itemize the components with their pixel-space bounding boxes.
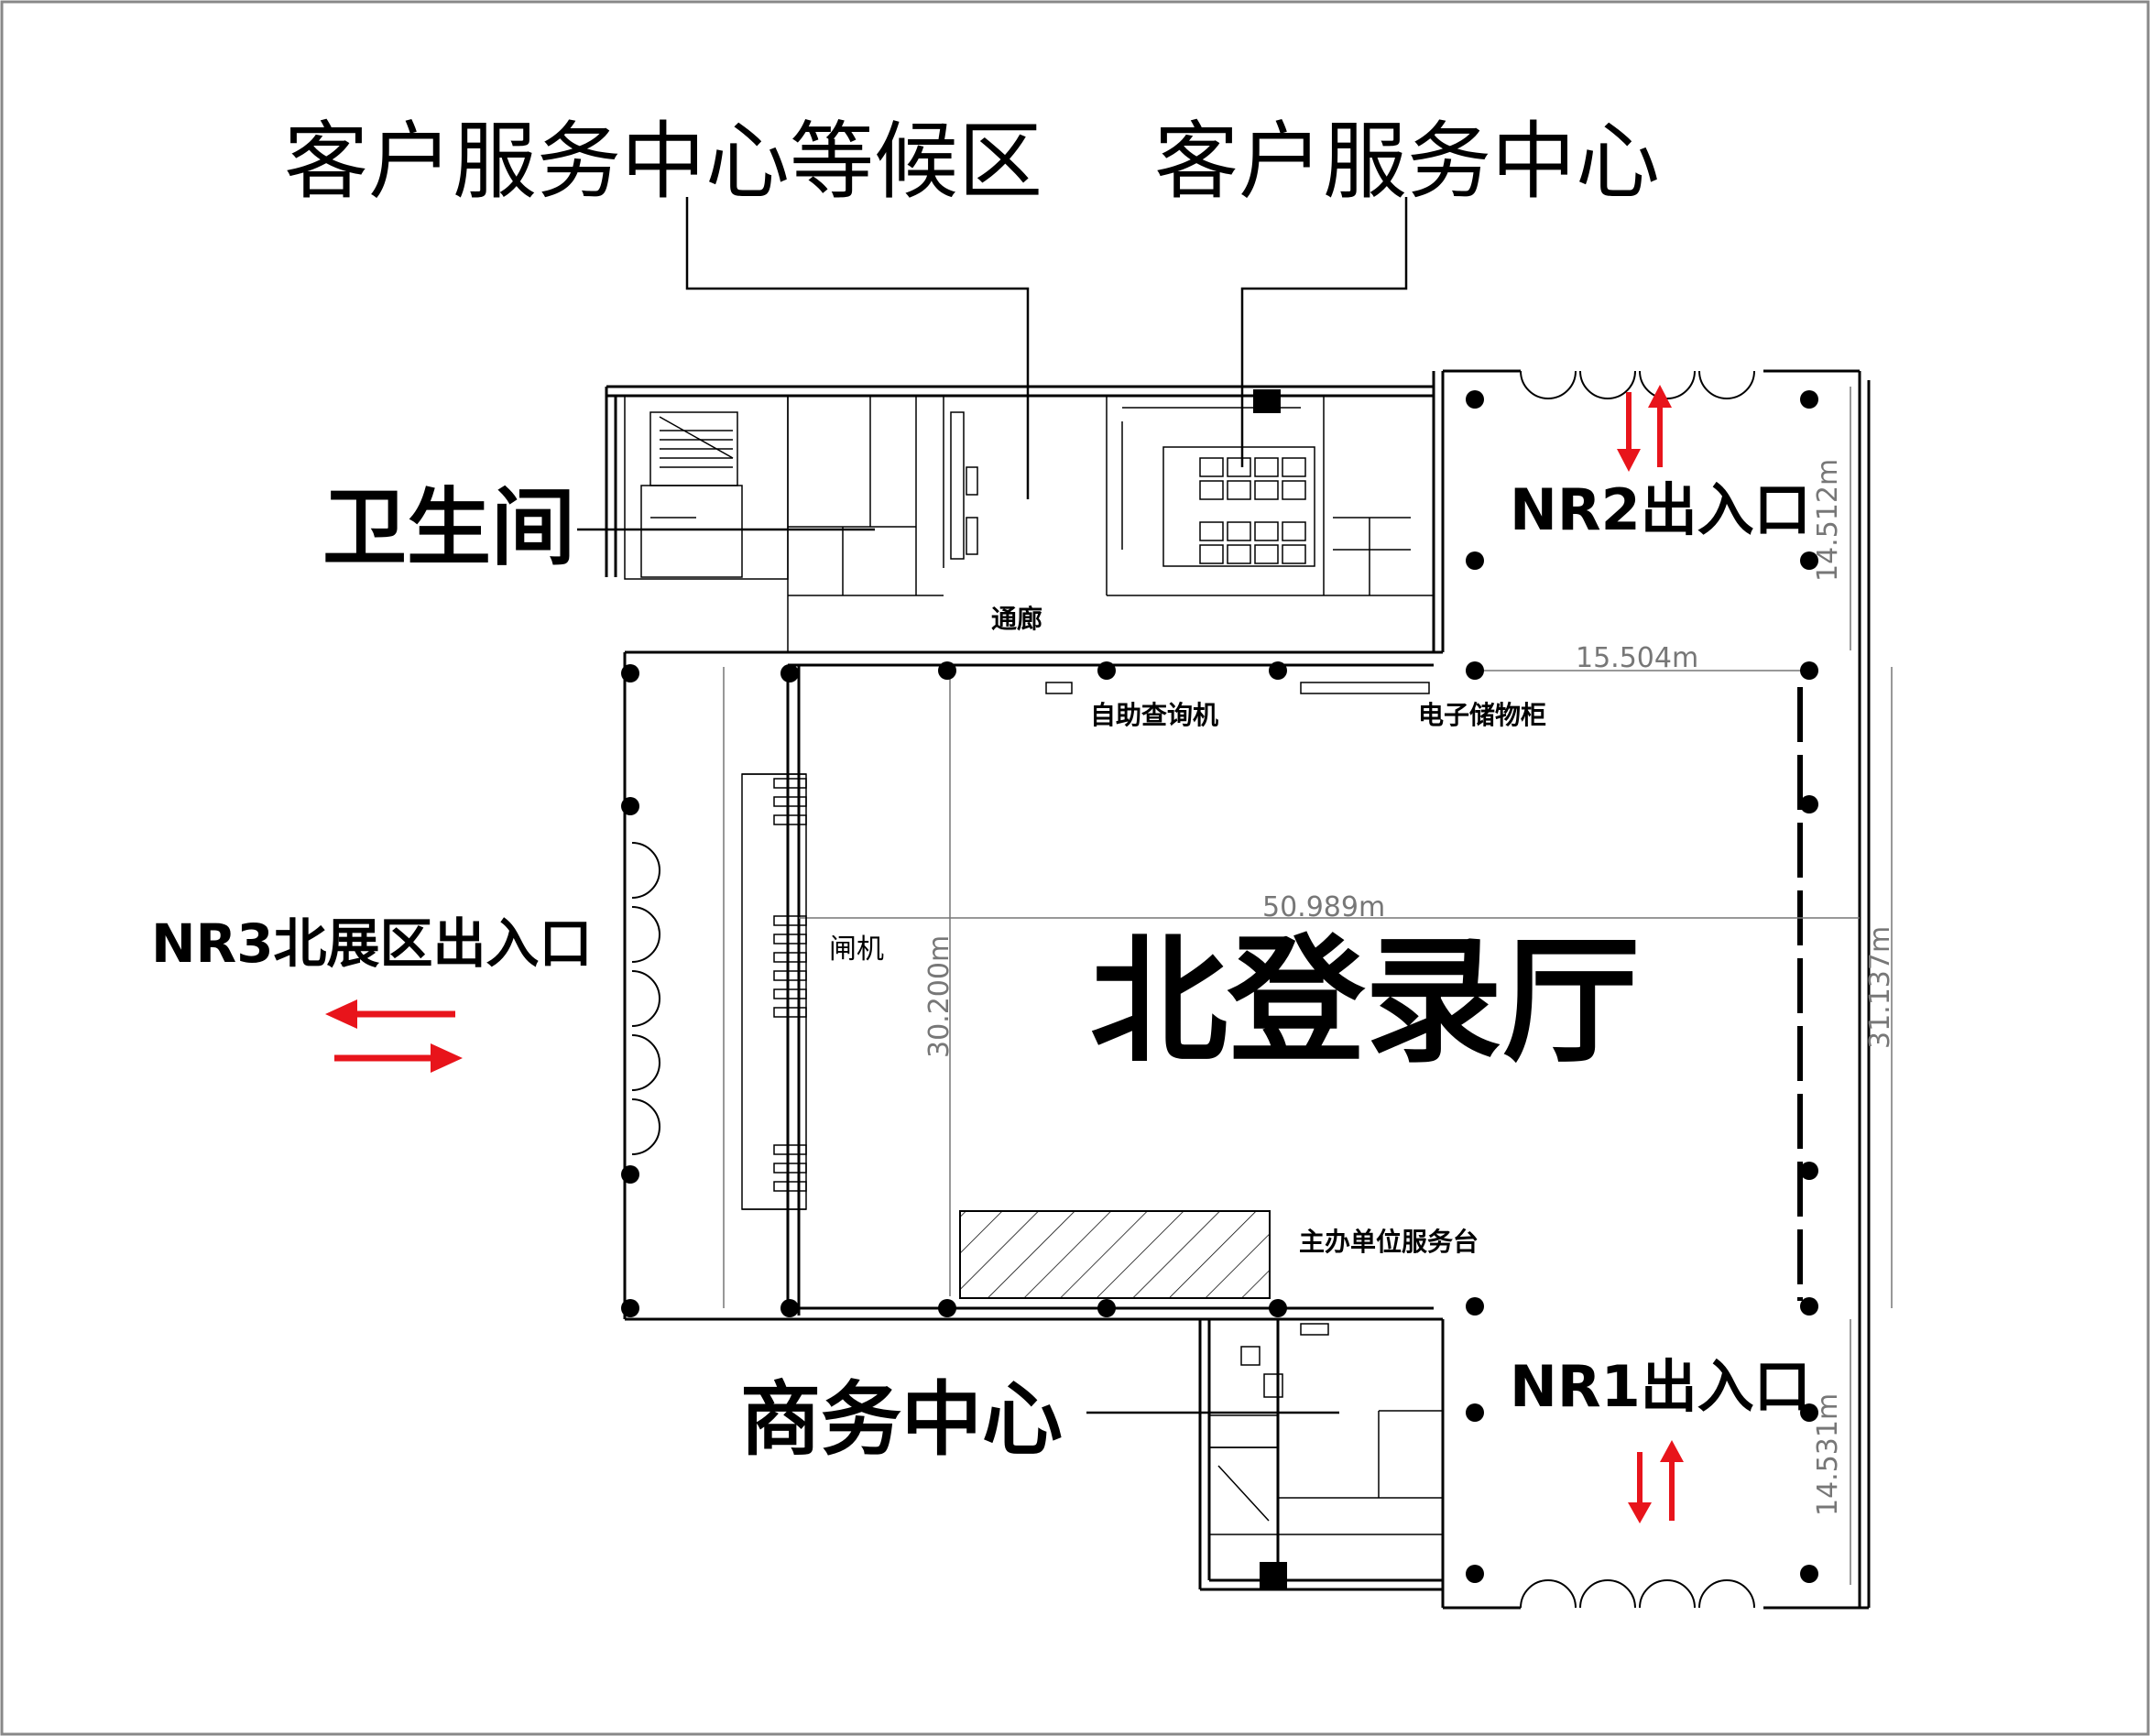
label-corridor: 通廊 <box>991 604 1042 634</box>
dimension-lines <box>723 387 1893 1585</box>
top-right-doors <box>1520 370 1755 1609</box>
restroom-room <box>624 395 789 580</box>
label-entrance-nr2: NR2出入口 <box>1510 476 1811 543</box>
title-service-center: 客户服务中心 <box>1154 113 1660 211</box>
kiosk-symbols <box>1045 682 1430 694</box>
label-business-center: 商务中心 <box>740 1372 1063 1467</box>
dim-height-nr1: 14.531m <box>1812 1393 1844 1516</box>
label-gate: 闸机 <box>829 934 884 966</box>
leader-lines <box>577 197 1408 1414</box>
label-organizer-desk: 主办单位服务台 <box>1299 1227 1479 1257</box>
label-entrance-nr3: NR3北展区出入口 <box>151 912 593 975</box>
label-e-locker: 电子储物柜 <box>1418 700 1546 730</box>
dim-height-nr2: 14.512m <box>1812 459 1844 582</box>
business-center-room <box>1208 1323 1443 1535</box>
left-facade-doors <box>624 824 660 1163</box>
dim-height-hall: 30.200m <box>923 935 955 1058</box>
dim-height-right: 31.137m <box>1864 926 1896 1049</box>
structural-columns <box>621 389 1818 1589</box>
label-self-query: 自助查询机 <box>1090 700 1218 730</box>
service-desks <box>1121 407 1315 567</box>
label-main-hall: 北登录厅 <box>1090 923 1640 1082</box>
organizer-desk-shape <box>959 1210 1271 1299</box>
title-waiting-area: 客户服务中心等候区 <box>284 113 1042 211</box>
arrows-nr3 <box>325 999 463 1073</box>
top-rooms <box>787 396 1434 652</box>
gate-machines <box>741 773 807 1210</box>
dim-width-top: 15.504m <box>1576 642 1698 674</box>
label-restroom: 卫生间 <box>322 479 575 577</box>
arrows-nr1 <box>1628 1440 1684 1523</box>
arrows-nr2 <box>1617 385 1672 472</box>
label-entrance-nr1: NR1出入口 <box>1510 1353 1811 1420</box>
dim-width-hall: 50.989m <box>1262 891 1385 923</box>
